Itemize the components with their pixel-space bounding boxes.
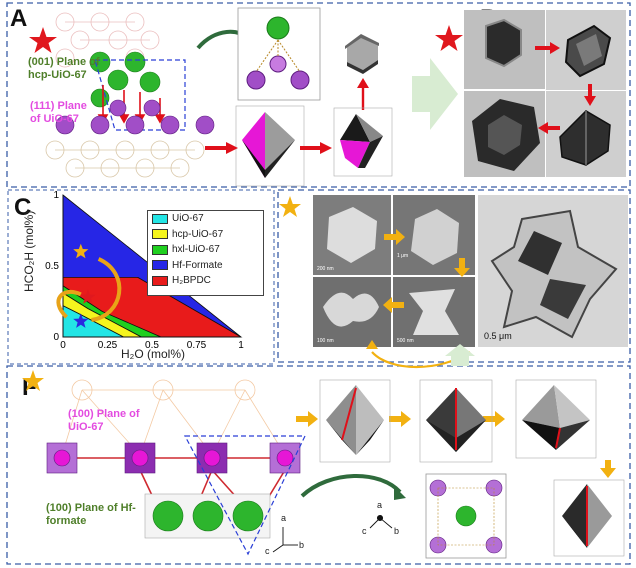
- chart-axes: [62, 195, 241, 338]
- axis-label-c-1: c: [265, 546, 270, 556]
- f-hf-formate-row: [144, 493, 271, 539]
- x-tick-label: 0.75: [187, 340, 207, 351]
- legend-swatch: [152, 275, 168, 286]
- x-tick-label: 0.25: [98, 340, 118, 351]
- f-dashed-triangle: [183, 435, 306, 556]
- axis-label-a-1: a: [281, 513, 287, 523]
- curved-arrow-f: [300, 474, 402, 498]
- selection-box: [94, 59, 186, 131]
- inset-structure-f: [429, 479, 503, 554]
- legend-swatch: [152, 260, 168, 271]
- axes-glyph-1: [272, 527, 298, 553]
- tem-image-b3: [464, 91, 545, 177]
- octahedron-f3: [515, 379, 597, 459]
- plane-hf-label-f: (100) Plane of Hf-formate: [46, 502, 136, 527]
- cycle-arrow-right: [91, 257, 122, 322]
- red-right-arrow-2: [320, 142, 332, 154]
- big-green-arrow-a: [412, 58, 458, 130]
- chart-legend: UiO-67 hcp-UiO-67 hxl-UiO-67 Hf-Formate …: [147, 210, 264, 296]
- x-tick-label: 1: [238, 340, 244, 351]
- axis-label-b-2: b: [394, 526, 400, 536]
- y-tick-label: 0: [53, 332, 59, 343]
- octahedron-2: [333, 107, 393, 177]
- legend-item: Hf-Formate: [148, 258, 263, 274]
- red-star-icon-b: [435, 25, 463, 51]
- gold-star-icon-f: [22, 370, 44, 391]
- legend-item: H₂BPDC: [148, 273, 263, 289]
- x-tick-label: 0.5: [145, 340, 159, 351]
- axis-label-a-2: a: [377, 500, 383, 510]
- axis-label-b-1: b: [299, 540, 305, 550]
- legend-item: UiO-67: [148, 211, 263, 227]
- panel-label-a: A: [10, 5, 28, 32]
- axis-label-c-2: c: [362, 526, 367, 536]
- sem-image-d4: 500 nm: [393, 277, 475, 347]
- panel-label-c: C: [14, 194, 32, 221]
- star-marker-1: [80, 289, 96, 304]
- inset-structure: [246, 16, 310, 90]
- octahedron-f1: [319, 379, 391, 463]
- red-up-arrow: [357, 78, 369, 88]
- sem-image-d3: 100 nm: [313, 277, 391, 347]
- axes-glyph-2: [369, 514, 393, 529]
- cycle-arrow-left: [56, 289, 82, 319]
- hexagon-plate: [345, 34, 379, 74]
- red-right-arrow-1: [226, 142, 238, 154]
- tem-image-b2: [546, 10, 626, 90]
- uio67-layer: [55, 99, 215, 135]
- y-tick-label: 1: [53, 190, 59, 201]
- gold-star-icon-d: [279, 196, 301, 217]
- y-tick-label: 0.5: [45, 261, 59, 272]
- legend-swatch: [152, 213, 168, 224]
- octahedron-f4: [553, 479, 625, 557]
- sem-image-d1: 200 nm: [313, 195, 391, 275]
- octahedron-1: [235, 105, 305, 187]
- tem-image-b4: [546, 91, 626, 177]
- legend-item: hcp-UiO-67: [148, 227, 263, 243]
- red-star-icon-a: [29, 27, 57, 53]
- lower-lattice: [45, 140, 205, 178]
- legend-swatch: [152, 229, 168, 240]
- star-marker-2: [73, 313, 89, 328]
- legend-swatch: [152, 244, 168, 255]
- tem-image-b1: [464, 10, 545, 89]
- octahedron-f2: [419, 379, 493, 463]
- star-marker-0: [73, 243, 89, 259]
- legend-item: hxl-UiO-67: [148, 242, 263, 258]
- x-axis-label: H₂O (mol%): [121, 347, 185, 361]
- tem-image-e: 0.5 μm: [478, 195, 628, 347]
- x-tick-label: 0: [60, 340, 66, 351]
